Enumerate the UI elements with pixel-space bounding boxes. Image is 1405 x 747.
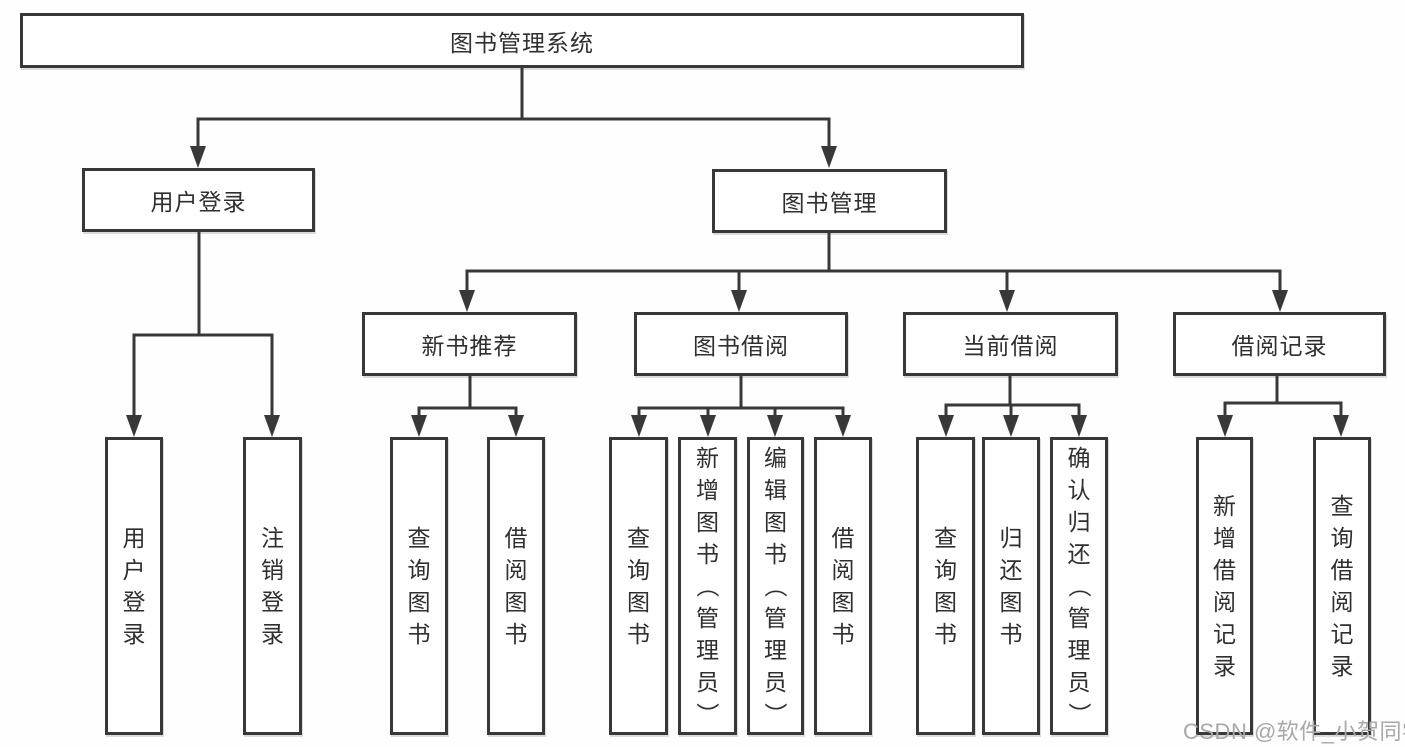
leaf-borrow-books-2-label: 借阅图书 [831, 525, 855, 647]
node-book-management: 图书管理 [712, 169, 947, 233]
leaf-borrow-books-1: 借阅图书 [487, 437, 545, 735]
connector-book-management-to-level3 [459, 233, 1288, 312]
leaf-query-books-2-label: 查询图书 [627, 525, 650, 647]
leaf-user-login: 用户登录 [105, 437, 163, 735]
leaf-query-books-3: 查询图书 [916, 437, 975, 735]
node-user-login-label: 用户登录 [150, 189, 247, 215]
leaf-query-borrow-record: 查询借阅记录 [1313, 437, 1371, 735]
node-new-book-recommend: 新书推荐 [362, 312, 577, 376]
leaf-edit-books-admin: 编辑图书（管理员） [747, 437, 804, 735]
node-borrowing-records-label: 借阅记录 [1231, 333, 1328, 359]
node-borrowing-records: 借阅记录 [1173, 312, 1386, 376]
node-system-root: 图书管理系统 [20, 13, 1024, 68]
connector-user-login-to-leaves [126, 232, 280, 437]
node-book-borrowing: 图书借阅 [634, 312, 848, 376]
leaf-add-books-admin-label: 新增图书（管理员） [694, 445, 721, 726]
connector-book-borrowing-to-leaves [631, 376, 851, 437]
node-user-login: 用户登录 [82, 168, 315, 232]
leaf-query-books-1-label: 查询图书 [407, 525, 431, 647]
leaf-confirm-return-admin: 确认归还（管理员） [1050, 437, 1108, 735]
leaf-add-borrow-record: 新增借阅记录 [1196, 437, 1253, 735]
node-book-management-label: 图书管理 [781, 190, 878, 216]
leaf-query-books-2: 查询图书 [609, 437, 668, 735]
leaf-query-books-1: 查询图书 [390, 437, 448, 735]
node-system-root-label: 图书管理系统 [450, 29, 594, 56]
leaf-return-books: 归还图书 [982, 437, 1040, 735]
leaf-query-borrow-record-label: 查询借阅记录 [1330, 493, 1354, 679]
leaf-borrow-books-2: 借阅图书 [814, 437, 872, 735]
leaf-user-login-label: 用户登录 [122, 525, 146, 647]
connector-borrowing-records-to-leaves [1217, 376, 1349, 437]
node-new-book-recommend-label: 新书推荐 [421, 333, 518, 359]
csdn-watermark: CSDN @软件_小贺同学 [1183, 719, 1405, 744]
leaf-return-books-label: 归还图书 [999, 525, 1023, 647]
node-book-borrowing-label: 图书借阅 [693, 333, 789, 359]
leaf-logout-label: 注销登录 [261, 525, 284, 647]
connector-root-to-level2 [190, 68, 837, 168]
leaf-logout: 注销登录 [243, 437, 302, 735]
leaf-add-borrow-record-label: 新增借阅记录 [1213, 493, 1236, 679]
leaf-confirm-return-admin-label: 确认归还（管理员） [1066, 445, 1092, 726]
leaf-query-books-3-label: 查询图书 [934, 525, 957, 647]
connector-new-book-recommend-to-leaves [411, 376, 524, 437]
node-current-borrowing: 当前借阅 [903, 312, 1118, 376]
connector-current-borrowing-to-leaves [938, 376, 1087, 437]
leaf-borrow-books-1-label: 借阅图书 [504, 525, 528, 647]
leaf-add-books-admin: 新增图书（管理员） [678, 437, 737, 735]
node-current-borrowing-label: 当前借阅 [962, 333, 1059, 359]
leaf-edit-books-admin-label: 编辑图书（管理员） [762, 445, 789, 726]
